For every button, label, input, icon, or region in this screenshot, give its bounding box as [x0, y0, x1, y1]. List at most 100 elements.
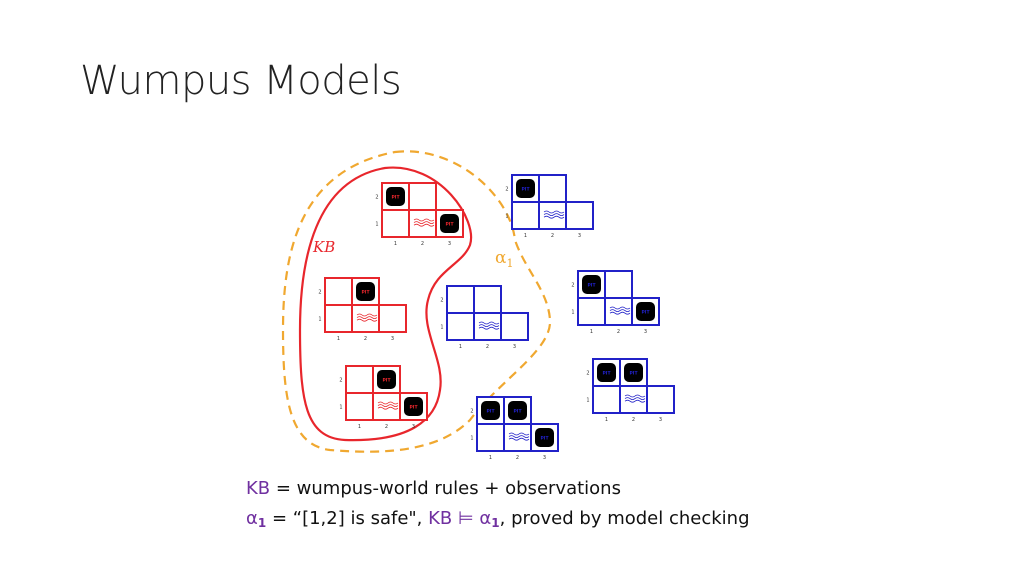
pit-label: PIT [486, 409, 495, 415]
caption-kb-definition: = wumpus-world rules + observations [270, 478, 621, 499]
column-index-label: 3 [644, 329, 647, 335]
pit-icon [535, 428, 554, 447]
column-index-label: 1 [605, 417, 608, 423]
pit-label: PIT [641, 310, 650, 316]
pit-icon [377, 370, 396, 389]
grid-cell [345, 365, 374, 394]
column-index-label: 2 [617, 329, 620, 335]
column-index-label: 2 [551, 233, 554, 239]
row-index-label: 2 [440, 298, 443, 304]
row-index-label: 1 [470, 436, 473, 442]
pit-icon [404, 397, 423, 416]
breeze-icon [478, 321, 500, 325]
caption-line-alpha: α1 = “[1,2] is safe", KB ⊨ α1, proved by… [246, 508, 750, 530]
kb-region-outline [298, 166, 473, 442]
row-index-label: 1 [318, 317, 321, 323]
caption-alpha-term-2: α1 [479, 508, 500, 530]
row-index-label: 1 [339, 405, 342, 411]
pit-label: PIT [409, 405, 418, 411]
pit-label: PIT [602, 371, 611, 377]
grid-cell [378, 304, 407, 333]
grid-cell [604, 270, 633, 299]
column-index-label: 3 [448, 241, 451, 247]
pit-icon [508, 401, 527, 420]
caption-line-kb: KB = wumpus-world rules + observations [246, 478, 621, 499]
pit-label: PIT [445, 222, 454, 228]
grid-cell [500, 312, 529, 341]
model-grid: 2 1 1 2 3 [440, 285, 529, 350]
column-index-label: 3 [391, 336, 394, 342]
breeze-icon [478, 326, 500, 330]
column-index-label: 2 [486, 344, 489, 350]
grid-cell [408, 182, 437, 211]
alpha1-region-label: α1 [495, 248, 513, 270]
breeze-icon [508, 432, 530, 436]
row-index-label: 2 [470, 409, 473, 415]
caption-entails-symbol: ⊨ [452, 508, 480, 529]
row-index-label: 1 [571, 310, 574, 316]
column-index-label: 2 [516, 455, 519, 461]
caption-alpha-definition: = “[1,2] is safe", [266, 508, 429, 529]
grid-cell [345, 392, 374, 421]
breeze-icon [413, 223, 435, 227]
pit-icon [440, 214, 459, 233]
grid-cell [592, 385, 621, 414]
breeze-icon [413, 218, 435, 222]
slide-title: Wumpus Models [80, 58, 402, 104]
breeze-icon [377, 406, 399, 410]
column-index-label: 1 [524, 233, 527, 239]
caption-alpha-term: α1 [246, 508, 267, 530]
column-index-label: 1 [394, 241, 397, 247]
pit-label: PIT [382, 378, 391, 384]
column-index-label: 3 [513, 344, 516, 350]
column-index-label: 1 [459, 344, 462, 350]
pit-label: PIT [629, 371, 638, 377]
row-index-label: 1 [440, 325, 443, 331]
breeze-icon [609, 309, 631, 312]
row-index-label: 2 [586, 371, 589, 377]
grid-cell [577, 297, 606, 326]
breeze-icon [609, 311, 631, 315]
grid-cell [646, 385, 675, 414]
column-index-label: 3 [578, 233, 581, 239]
pit-icon [516, 179, 535, 198]
pit-label: PIT [540, 436, 549, 442]
grid-cell [476, 423, 505, 452]
row-index-label: 2 [318, 290, 321, 296]
breeze-icon [377, 401, 399, 405]
grid-cell [324, 277, 353, 306]
pit-icon [481, 401, 500, 420]
breeze-icon [478, 324, 500, 327]
breeze-icon [377, 404, 399, 407]
column-index-label: 1 [489, 455, 492, 461]
column-index-label: 2 [385, 424, 388, 430]
column-index-label: 3 [543, 455, 546, 461]
pit-label: PIT [361, 290, 370, 296]
breeze-icon [413, 221, 435, 224]
column-index-label: 2 [364, 336, 367, 342]
grid-cell [381, 209, 410, 238]
breeze-icon [609, 306, 631, 310]
pit-label: PIT [587, 283, 596, 289]
pit-label: PIT [391, 195, 400, 201]
row-index-label: 1 [375, 222, 378, 228]
breeze-icon [508, 437, 530, 441]
row-index-label: 2 [505, 187, 508, 193]
pit-icon [636, 302, 655, 321]
row-index-label: 2 [571, 283, 574, 289]
row-index-label: 2 [339, 378, 342, 384]
breeze-icon [356, 313, 378, 317]
grid-cell [446, 285, 475, 314]
column-index-label: 2 [421, 241, 424, 247]
breeze-icon [356, 318, 378, 322]
breeze-icon [543, 215, 565, 219]
caption-proof-method: , proved by model checking [499, 508, 750, 529]
grid-cell [511, 201, 540, 230]
grid-cell [446, 312, 475, 341]
